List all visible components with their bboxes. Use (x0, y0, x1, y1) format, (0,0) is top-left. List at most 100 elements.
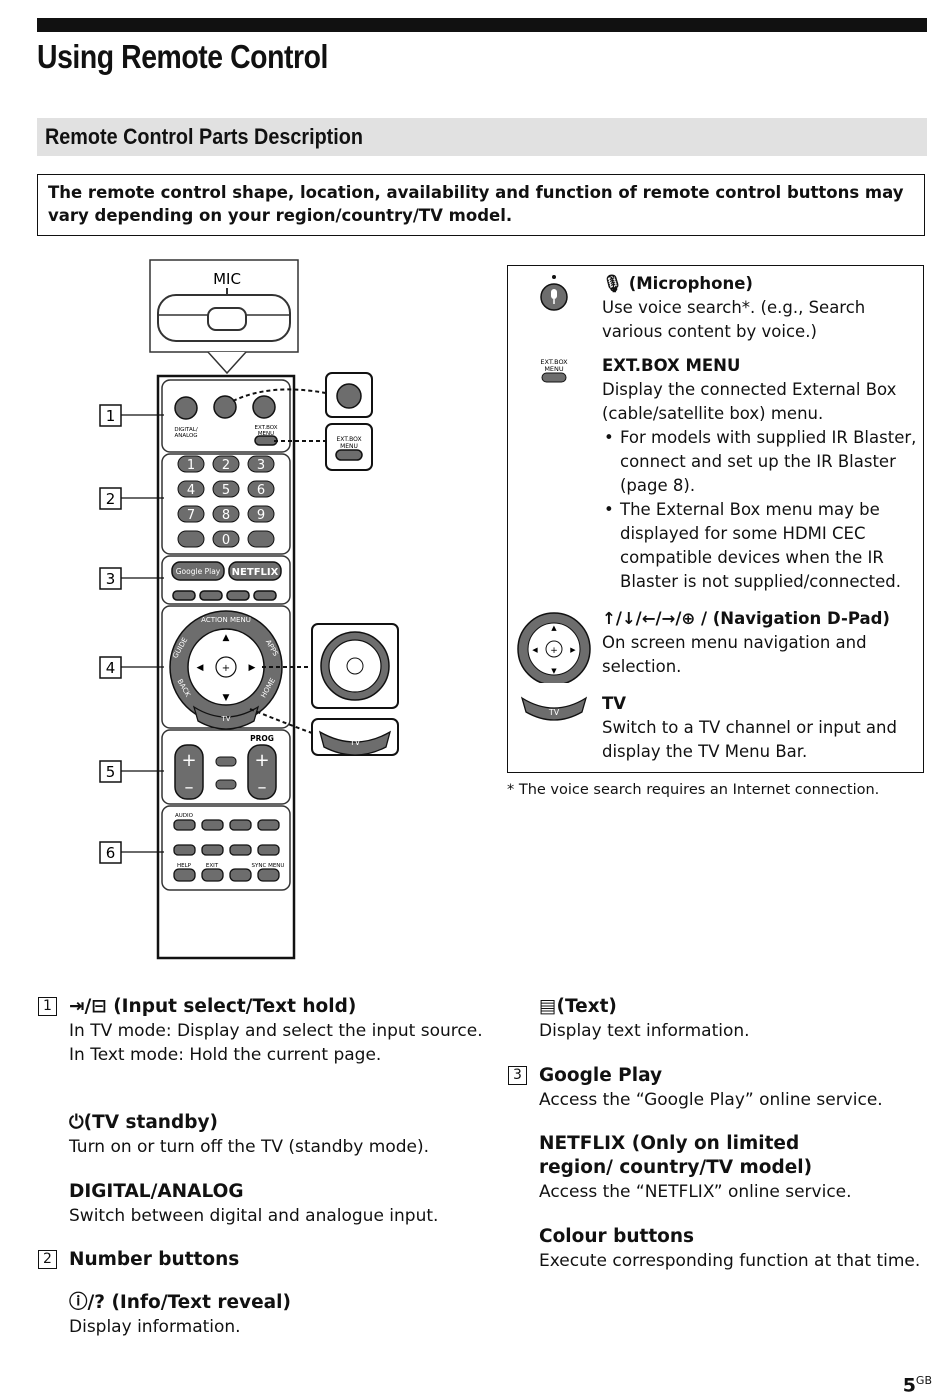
text-line: Display text information. (539, 1021, 750, 1041)
input-select-icon: ⇥/⊟ (69, 996, 114, 1017)
standby-line: Turn on or turn off the TV (standby mode… (69, 1137, 430, 1157)
svg-text:MENU: MENU (258, 431, 274, 437)
svg-text:▶: ▶ (249, 663, 256, 673)
number-buttons-title: Number buttons (69, 1249, 240, 1270)
number-button-label: 5 (222, 483, 230, 498)
svg-text:▼: ▼ (551, 667, 557, 675)
callout-label: 1 (106, 407, 116, 425)
number-button (177, 480, 205, 498)
svg-text:+: + (254, 750, 269, 771)
google-play-title: Google Play (539, 1065, 663, 1086)
colour-buttons-title: Colour buttons (539, 1226, 695, 1247)
dpad-desc: On screen menu navigation and selection. (602, 633, 867, 676)
section-title: Remote Control Parts Description (45, 124, 363, 149)
tv-title: TV (602, 694, 627, 713)
number-button (212, 480, 240, 498)
mic-glyph-icon: 🎙 (602, 274, 623, 293)
action-menu-label: ACTION MENU (201, 616, 251, 624)
input-select-title: (Input select/Text hold) (113, 996, 357, 1017)
svg-text:TV: TV (349, 738, 361, 747)
tv-desc: Switch to a TV channel or input and disp… (602, 718, 897, 761)
section-tv-standby: ⏻(TV standby) Turn on or turn off the TV… (69, 1111, 509, 1159)
exit-label: EXIT (206, 863, 219, 869)
notice-text: The remote control shape, location, avai… (48, 183, 904, 225)
number-button (212, 455, 240, 473)
section-colour-buttons: Colour buttons Execute corresponding fun… (539, 1225, 950, 1273)
power-icon: ⏻ (69, 1112, 84, 1133)
callout-number: 2 (38, 1250, 57, 1269)
info-line: Display information. (69, 1317, 241, 1337)
google-play-line: Access the “Google Play” online service. (539, 1090, 883, 1110)
ext-box-desc: Display the connected External Box (cabl… (602, 380, 897, 423)
mic-desc: Use voice search*. (e.g., Search various… (602, 298, 866, 341)
tv-icon-label: TV (548, 708, 560, 717)
netflix-title: NETFLIX (Only on limited region/ country… (539, 1133, 813, 1178)
callout-label: 6 (106, 844, 116, 862)
svg-text:EXT.BOX: EXT.BOX (254, 425, 277, 431)
number-button (247, 455, 275, 473)
section-text: ▤(Text) Display text information. (539, 995, 950, 1043)
svg-text:+: + (181, 750, 196, 771)
netflix-line: Access the “NETFLIX” online service. (539, 1182, 852, 1202)
mic-inset: MIC (149, 259, 299, 375)
footnote: * The voice search requires an Internet … (507, 782, 880, 798)
number-button-label: 1 (187, 458, 195, 473)
svg-text:–: – (185, 777, 194, 798)
svg-text:EXT.BOX: EXT.BOX (336, 436, 361, 443)
callout-number: 1 (38, 997, 57, 1016)
digital-analog-line: Switch between digital and analogue inpu… (69, 1206, 439, 1226)
number-button (177, 455, 205, 473)
page-number: 5GB (902, 1374, 932, 1397)
section-google-play: 3 Google Play Access the “Google Play” o… (508, 1064, 950, 1112)
help-label: HELP (177, 863, 192, 869)
page-title: Using Remote Control (37, 38, 328, 75)
digital-analog-title: DIGITAL/ANALOG (69, 1181, 244, 1202)
callout-label: 4 (106, 659, 116, 677)
svg-text:+: + (550, 646, 558, 656)
svg-text:+: + (222, 663, 230, 674)
number-button-label: 6 (257, 483, 265, 498)
input-select-line: In Text mode: Hold the current page. (69, 1045, 382, 1065)
number-button-label: 8 (222, 508, 230, 523)
number-button-label: 3 (257, 458, 265, 473)
svg-text:DIGITAL/: DIGITAL/ (174, 427, 198, 433)
number-button (247, 480, 275, 498)
prog-label: PROG (250, 734, 274, 743)
sync-menu-label: SYNC MENU (252, 863, 285, 869)
section-netflix: NETFLIX (Only on limited region/ country… (539, 1132, 879, 1204)
info-icon: ⓘ/? (69, 1292, 112, 1313)
text-icon: ▤ (539, 996, 557, 1017)
mic-label: MIC (213, 270, 241, 288)
svg-text:MENU: MENU (340, 443, 358, 450)
info-text-button (247, 530, 275, 548)
number-button-label: 2 (222, 458, 230, 473)
colour-buttons-line: Execute corresponding function at that t… (539, 1251, 921, 1271)
number-button-label: 0 (222, 533, 230, 548)
callout-number: 3 (508, 1066, 527, 1085)
svg-text:▲: ▲ (223, 633, 230, 643)
info-text-button (177, 530, 205, 548)
header-rule (37, 18, 927, 32)
microphone-button-icon (508, 272, 600, 336)
callout-label: 5 (106, 763, 116, 781)
tv-button-icon: TV (508, 692, 600, 730)
svg-text:▶: ▶ (570, 646, 576, 654)
svg-text:▲: ▲ (551, 624, 557, 632)
number-button-label: 9 (257, 508, 265, 523)
arrows-glyph-icon: ↑/↓/←/→/⊕ (602, 609, 701, 628)
callout-label: 2 (106, 490, 116, 508)
section-header: Remote Control Parts Description (37, 118, 927, 156)
number-button-label: 7 (187, 508, 195, 523)
standby-title: (TV standby) (83, 1112, 218, 1133)
number-button (212, 505, 240, 523)
text-title: (Text) (556, 996, 617, 1017)
navigation-dpad-icon: +▲▼◀▶ (508, 607, 600, 687)
dpad-title: / (Navigation D-Pad) (700, 609, 890, 628)
ext-box-bullet: For models with supplied IR Blaster, con… (602, 426, 919, 498)
netflix-label: NETFLIX (232, 567, 279, 578)
section-info: ⓘ/? (Info/Text reveal) Display informati… (69, 1291, 509, 1339)
audio-label: AUDIO (175, 813, 194, 819)
